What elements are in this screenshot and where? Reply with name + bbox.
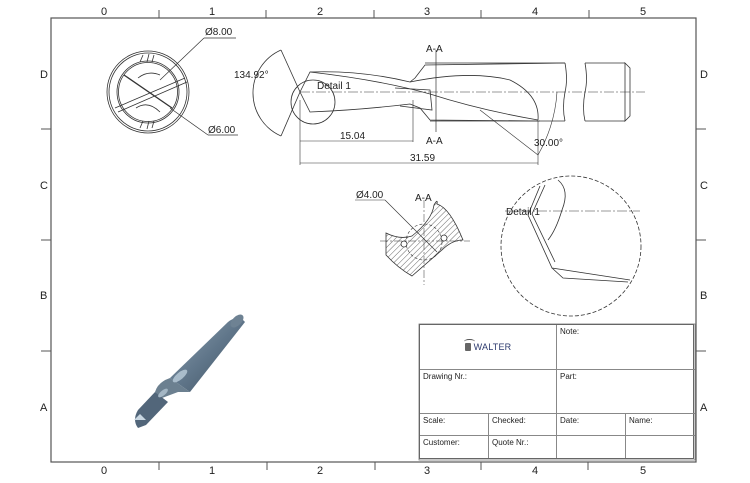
drawing-nr-label: Drawing Nr.: — [423, 372, 468, 381]
empty-cell — [557, 436, 626, 458]
inner-diameter-label: Ø6.00 — [208, 125, 236, 136]
customer-field[interactable]: Customer: — [420, 436, 489, 458]
column-label: 2 — [317, 465, 324, 477]
checked-label: Checked: — [492, 416, 526, 425]
empty-cell — [626, 436, 695, 458]
detail-view — [500, 175, 642, 317]
isometric-drill-render — [134, 314, 245, 428]
point-angle-label: 134.92° — [234, 70, 269, 81]
section-marker-top: A-A — [426, 44, 443, 55]
logo-text: WALTER — [473, 342, 512, 352]
walter-logo-icon — [463, 339, 475, 351]
row-label: C — [700, 180, 708, 192]
column-label: 2 — [317, 6, 324, 18]
helix-angle-label: 30.00° — [534, 138, 563, 149]
column-label: 4 — [532, 6, 539, 18]
row-label: A — [700, 402, 708, 414]
column-label: 1 — [209, 6, 216, 18]
row-label: B — [700, 290, 708, 302]
checked-field[interactable]: Checked: — [489, 414, 557, 436]
scale-field[interactable]: Scale: — [420, 414, 489, 436]
note-field[interactable]: Note: — [557, 325, 695, 370]
quote-nr-label: Quote Nr.: — [492, 438, 529, 447]
date-field[interactable]: Date: — [557, 414, 626, 436]
customer-label: Customer: — [423, 438, 460, 447]
part-label: Part: — [560, 372, 577, 381]
column-label: 4 — [532, 465, 539, 477]
section-view-a-a — [355, 199, 470, 285]
row-label: B — [40, 290, 48, 302]
company-logo: WALTER — [420, 325, 557, 370]
column-label: 0 — [101, 6, 108, 18]
column-label: 0 — [101, 465, 108, 477]
column-label: 5 — [640, 6, 647, 18]
column-label: 5 — [640, 465, 647, 477]
drawing-nr-field[interactable]: Drawing Nr.: — [420, 370, 557, 414]
title-block: WALTER Note: Drawing Nr.: Part: Scale: C… — [419, 324, 695, 459]
name-label: Name: — [629, 416, 653, 425]
section-view-title: A-A — [415, 193, 432, 204]
flute-length-dimension: 15.04 — [340, 131, 365, 142]
overall-length-dimension: 31.59 — [410, 153, 435, 164]
column-label: 1 — [209, 465, 216, 477]
column-label: 3 — [424, 465, 431, 477]
section-marker-bottom: A-A — [426, 136, 443, 147]
detail-view-title: Detail 1 — [506, 207, 540, 218]
note-label: Note: — [560, 327, 580, 336]
scale-label: Scale: — [423, 416, 446, 425]
row-label: A — [40, 402, 48, 414]
name-field[interactable]: Name: — [626, 414, 695, 436]
detail-callout-label: Detail 1 — [317, 81, 351, 92]
part-field[interactable]: Part: — [557, 370, 695, 414]
column-label: 3 — [424, 6, 431, 18]
outer-diameter-label: Ø8.00 — [205, 27, 233, 38]
side-view — [252, 49, 645, 165]
quote-nr-field[interactable]: Quote Nr.: — [489, 436, 557, 458]
row-label: D — [700, 69, 708, 81]
row-label: C — [40, 180, 48, 192]
row-label: D — [40, 69, 48, 81]
date-label: Date: — [560, 416, 580, 425]
coolant-diameter-label: Ø4.00 — [356, 190, 384, 201]
front-view — [106, 37, 238, 136]
